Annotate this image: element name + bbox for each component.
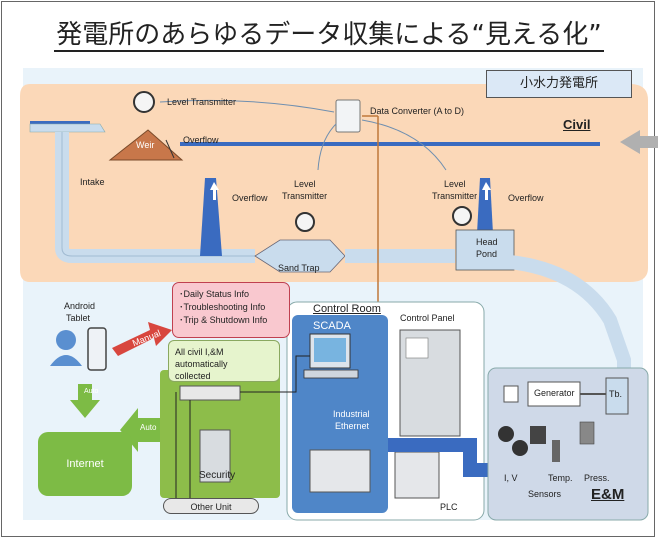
control-panel-display [405, 337, 429, 359]
scada-label: SCADA [313, 320, 351, 332]
control-panel-label: Control Panel [400, 313, 455, 323]
tablet-label-2: Tablet [66, 313, 91, 323]
other-unit-label: Other Unit [163, 498, 259, 514]
signal-arrow-top [159, 99, 335, 113]
overflow-weir-arrow [165, 139, 175, 159]
scada-screen [314, 338, 346, 362]
security-server-icon [199, 429, 231, 483]
turbine-box [605, 377, 629, 415]
sand-trap-label: Sand Trap [278, 263, 320, 273]
sensors-label: Sensors [528, 489, 562, 499]
level-transmitter-top-label: Level Transmitter [167, 97, 237, 107]
collect-box: All civil I,&M automatically collected [168, 340, 280, 382]
data-converter-label: Data Converter (A to D) [370, 106, 465, 116]
intake-label: Intake [80, 177, 105, 187]
data-converter-icon [335, 99, 361, 133]
gauge-icon-right [452, 206, 472, 226]
sensor-icon-iv-2 [512, 440, 528, 456]
generator-label: Generator [534, 388, 575, 398]
signal-arrow-mid [317, 123, 337, 171]
sensor-icon-iv-3 [530, 426, 546, 444]
ethernet-label-2: Ethernet [335, 421, 370, 431]
tablet-label-1: Android [64, 301, 96, 311]
head-pond-label-1: Head [476, 237, 498, 247]
control-room-label: Control Room [313, 303, 381, 315]
civil-arrow [620, 130, 658, 154]
user-body-icon [50, 355, 82, 366]
ethernet-label-1: Industrial [333, 409, 370, 419]
head-pond-label-2: Pond [476, 249, 498, 259]
manual-arrow [112, 322, 172, 356]
cable-switch-scada [240, 355, 310, 393]
channel-left [29, 123, 106, 133]
sensor-icon-iv-1 [498, 426, 514, 442]
scada-keyboard-icon [303, 369, 359, 379]
user-head-icon [56, 330, 76, 350]
water-level-main [180, 142, 600, 146]
collect-line-3: collected [175, 371, 211, 381]
civil-area-label: Civil [563, 117, 591, 132]
iv-label: I, V [504, 473, 518, 483]
gauge-icon-top [133, 91, 155, 113]
network-switch-icon [179, 385, 241, 401]
overflow-arrow-right [482, 182, 491, 200]
weir-shape [108, 129, 184, 161]
gauge-icon-mid [295, 212, 315, 232]
penstock-pipe [509, 255, 631, 400]
plc-bus [388, 438, 500, 477]
signal-arrow-right [361, 119, 447, 171]
collect-line-2: automatically [175, 359, 228, 369]
auto-left-label: Auto [140, 423, 157, 432]
info-daily-status: ･Daily Status Info [179, 289, 250, 299]
overflow-arrow-mid [210, 182, 219, 200]
info-troubleshooting: ･Troubleshooting Info [179, 302, 266, 312]
info-box: ･Daily Status Info ･Troubleshooting Info… [172, 282, 290, 338]
temp-label: Temp. [548, 473, 573, 483]
info-trip-shutdown: ･Trip & Shutdown Info [179, 315, 268, 325]
turbine-label: Tb. [609, 389, 623, 399]
auto-arrow-down [70, 384, 100, 418]
weir-label: Weir [136, 140, 155, 150]
security-label: Security [199, 470, 236, 481]
plc-unit-right-icon [394, 451, 440, 499]
em-area-label: E&M [591, 486, 625, 503]
plc-label: PLC [440, 502, 458, 512]
level-transmitter-right-label-2: Transmitter [432, 191, 478, 201]
intake-pipe-edge [61, 132, 255, 257]
press-label: Press. [584, 473, 610, 483]
level-transmitter-right-label-1: Level [444, 179, 466, 189]
overflow-right-label: Overflow [508, 193, 544, 203]
head-pond-box [455, 229, 515, 271]
level-transmitter-mid-label-2: Transmitter [282, 191, 328, 201]
plc-unit-left-icon [309, 449, 371, 493]
water-level-left [30, 121, 90, 125]
generator-box [527, 381, 581, 407]
level-transmitter-mid-label-1: Level [294, 179, 316, 189]
diagram-title: 発電所のあらゆるデータ収集による“見える化” [54, 20, 604, 52]
collect-line-1: All civil I,&M [175, 347, 224, 357]
tablet-icon [87, 327, 107, 371]
generator-side-box [503, 385, 519, 403]
overflow-mid-label: Overflow [232, 193, 268, 203]
sensor-icon-press [579, 421, 595, 445]
auto-down-label: Auto [84, 388, 99, 395]
internet-box: Internet [38, 432, 132, 496]
overflow-weir-label: Overflow [183, 135, 219, 145]
site-label: 小水力発電所 [486, 70, 632, 98]
sensor-icon-temp [552, 440, 560, 462]
overflow-channel-mid [200, 178, 222, 256]
